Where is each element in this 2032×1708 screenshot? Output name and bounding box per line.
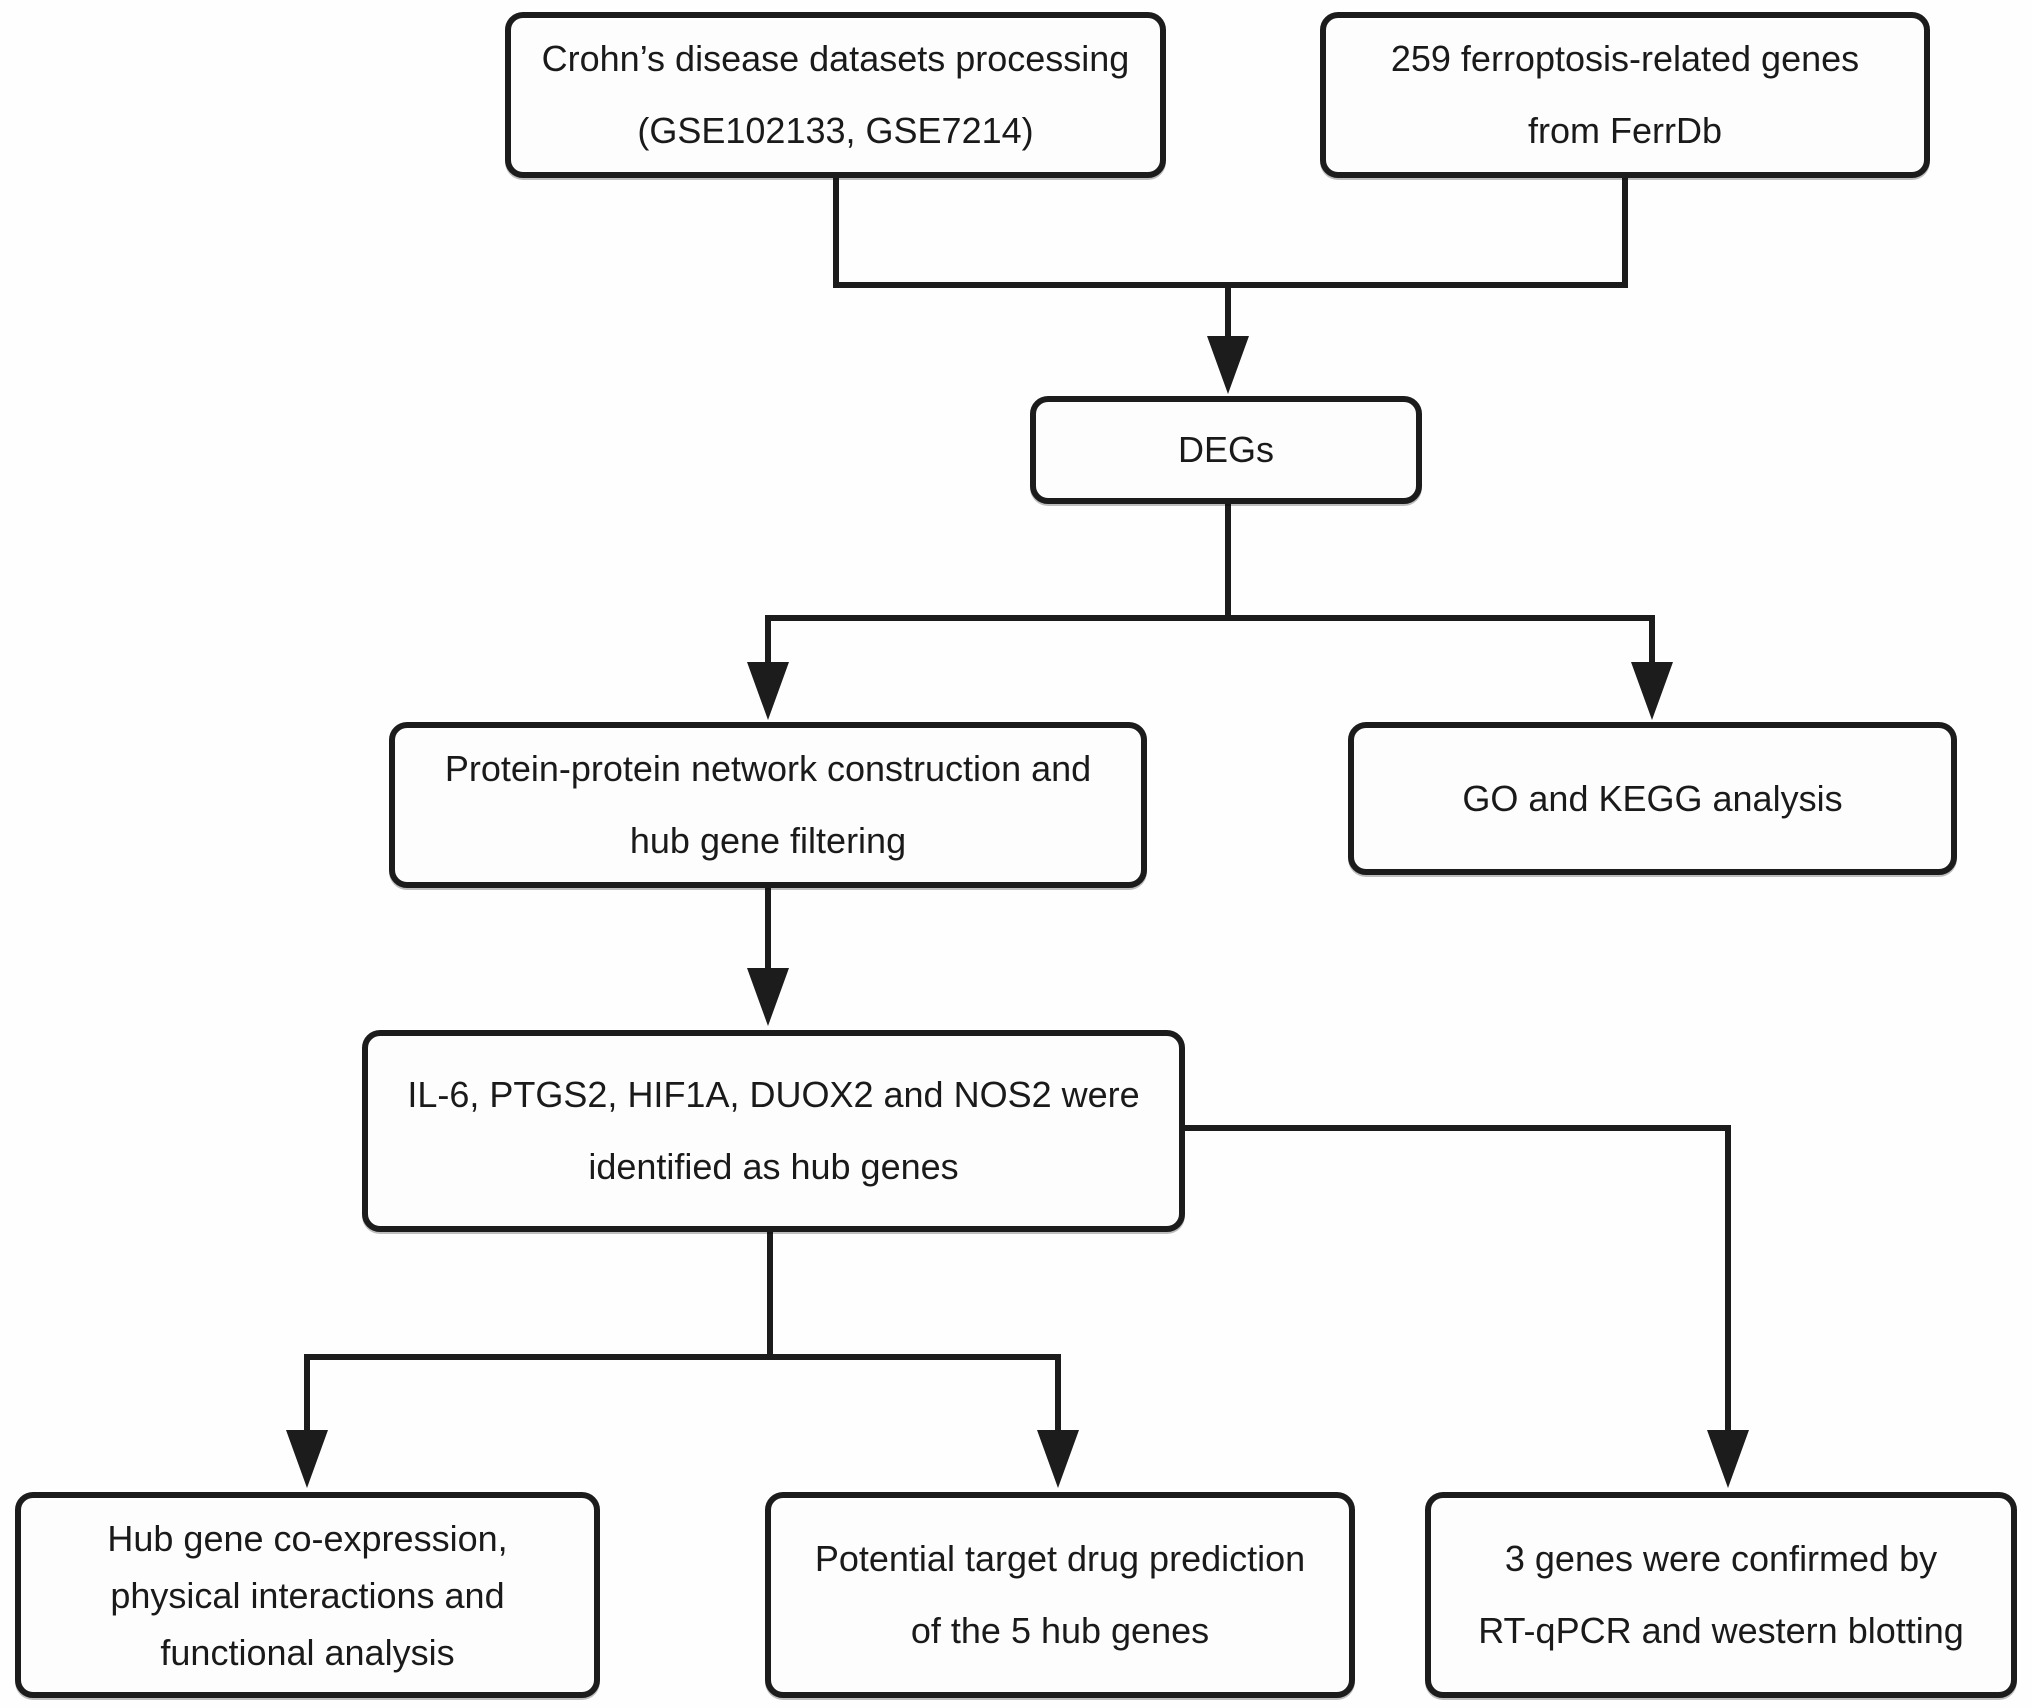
node-text-line: IL-6, PTGS2, HIF1A, DUOX2 and NOS2 were bbox=[407, 1074, 1140, 1115]
node-text-line: physical interactions and bbox=[110, 1574, 505, 1616]
node-go-kegg-analysis: GO and KEGG analysis bbox=[1348, 722, 1957, 875]
node-validation: 3 genes were confirmed by RT-qPCR and we… bbox=[1425, 1492, 2017, 1698]
node-text-line: (GSE102133, GSE7214) bbox=[637, 110, 1034, 151]
node-coexpression-analysis: Hub gene co-expression, physical interac… bbox=[15, 1492, 600, 1698]
node-text-line: hub gene filtering bbox=[629, 820, 907, 861]
connector-degs-split bbox=[747, 501, 1673, 720]
arrowhead-into-degs bbox=[1207, 336, 1249, 394]
node-text-line: 3 genes were confirmed by bbox=[1504, 1538, 1938, 1579]
node-text-line: Crohn’s disease datasets processing bbox=[541, 38, 1130, 79]
node-ferroptosis-genes: 259 ferroptosis-related genes from FerrD… bbox=[1320, 12, 1930, 178]
connector-ppi-to-hub bbox=[747, 885, 789, 1026]
node-ppi-network: Protein-protein network construction and… bbox=[389, 722, 1147, 888]
node-drug-prediction: Potential target drug prediction of the … bbox=[765, 1492, 1355, 1698]
connector-hub-to-validation bbox=[1182, 1125, 1749, 1488]
arrowhead-into-gokegg bbox=[1631, 662, 1673, 720]
node-hub-genes: IL-6, PTGS2, HIF1A, DUOX2 and NOS2 were … bbox=[362, 1030, 1185, 1232]
node-text-line: Hub gene co-expression, bbox=[107, 1517, 508, 1559]
node-text-line: GO and KEGG analysis bbox=[1462, 777, 1843, 819]
arrowhead-into-hub bbox=[747, 968, 789, 1026]
arrowhead-into-validation bbox=[1707, 1430, 1749, 1488]
arrowhead-into-coexpression bbox=[286, 1430, 328, 1488]
node-crohns-datasets: Crohn’s disease datasets processing (GSE… bbox=[505, 12, 1166, 178]
node-text-line: DEGs bbox=[1177, 429, 1274, 470]
connector-merge-to-degs bbox=[833, 175, 1628, 394]
node-text-line: 259 ferroptosis-related genes bbox=[1390, 38, 1860, 79]
node-degs: DEGs bbox=[1030, 396, 1422, 504]
node-text-line: of the 5 hub genes bbox=[910, 1610, 1210, 1651]
node-text-line: Protein-protein network construction and bbox=[444, 748, 1092, 789]
node-text-line: Potential target drug prediction bbox=[814, 1538, 1306, 1579]
node-text-line: from FerrDb bbox=[1527, 110, 1722, 151]
connector-hub-split bbox=[286, 1229, 1079, 1488]
node-text-line: identified as hub genes bbox=[588, 1146, 959, 1187]
arrowhead-into-ppi bbox=[747, 662, 789, 720]
node-text-line: RT-qPCR and western blotting bbox=[1478, 1610, 1964, 1651]
node-text-line: functional analysis bbox=[160, 1631, 455, 1673]
arrowhead-into-drug-prediction bbox=[1037, 1430, 1079, 1488]
